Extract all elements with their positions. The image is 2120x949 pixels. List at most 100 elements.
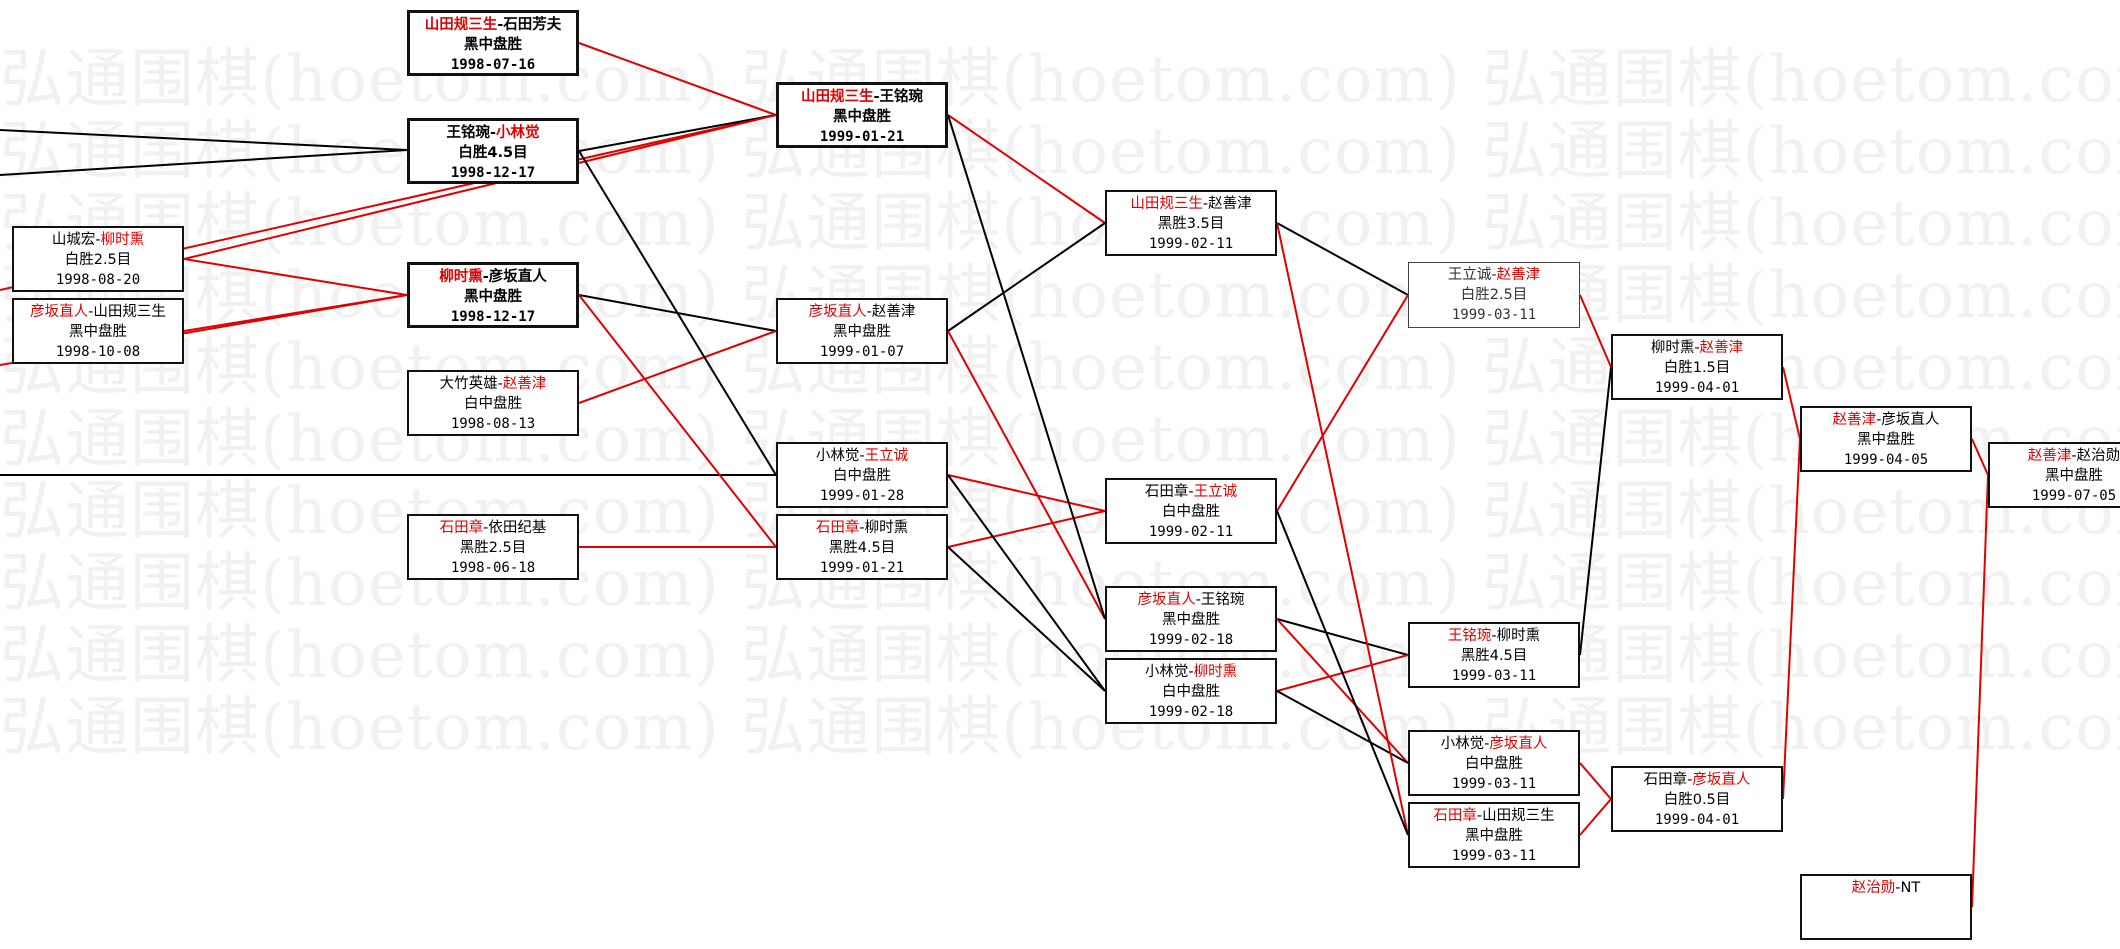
match-date: 1999-03-11 <box>1451 776 1537 792</box>
match-date: 1999-04-05 <box>1843 452 1929 468</box>
player-white: 王立诚 <box>1193 484 1238 500</box>
match-node[interactable]: 大竹英雄-赵善津白中盘胜 1998-08-13 <box>407 370 579 436</box>
connector-m3-m5 <box>183 258 408 296</box>
player-white: 彦坂直人 <box>1692 772 1751 788</box>
player-black: 柳时熏 <box>1650 340 1695 356</box>
match-players: 山城宏-柳时熏 <box>14 230 182 250</box>
player-separator: - <box>1876 412 1882 428</box>
connector-m14-m18 <box>1276 618 1409 764</box>
player-white: 王铭琬 <box>879 89 924 105</box>
match-players: 山田规三生-赵善津 <box>1107 194 1275 214</box>
match-result: 黑胜3.5目 <box>1157 216 1225 232</box>
connector-m18-m21 <box>1579 762 1612 800</box>
match-result: 白胜4.5目 <box>458 145 528 161</box>
match-players: 柳时熏-彦坂直人 <box>410 267 576 287</box>
match-players: 大竹英雄-赵善津 <box>409 374 577 394</box>
player-separator: - <box>1694 340 1700 356</box>
match-result: 黑中盘胜 <box>69 324 127 340</box>
match-players: 彦坂直人-赵善津 <box>778 302 946 322</box>
match-date: 1998-10-08 <box>55 344 141 360</box>
match-result: 白胜2.5目 <box>64 252 132 268</box>
connector-m12-m16 <box>1276 222 1409 296</box>
player-white: 柳时熏 <box>100 232 145 248</box>
match-date: 1999-01-21 <box>819 129 905 145</box>
match-result: 黑中盘胜 <box>464 289 522 305</box>
match-players: 石田章-依田纪基 <box>409 518 577 538</box>
match-result: 黑中盘胜 <box>2045 468 2103 484</box>
match-players: 彦坂直人-山田规三生 <box>14 302 182 322</box>
match-date: 1998-12-17 <box>450 309 536 325</box>
match-result: 白胜0.5目 <box>1663 792 1731 808</box>
match-date: 1999-01-28 <box>819 488 905 504</box>
connector-m16-m20 <box>1579 294 1612 368</box>
player-separator: - <box>1491 267 1497 283</box>
match-date: 1999-03-11 <box>1451 668 1537 684</box>
player-black: 山城宏 <box>51 232 96 248</box>
match-node[interactable]: 柳时熏-彦坂直人黑中盘胜 1998-12-17 <box>407 262 579 328</box>
player-black: 柳时熏 <box>439 269 483 285</box>
player-white: NT <box>1900 880 1921 896</box>
player-black: 赵治勋 <box>1851 880 1896 896</box>
match-result: 白胜1.5目 <box>1663 360 1731 376</box>
player-separator: - <box>1195 592 1201 608</box>
match-result: 黑中盘胜 <box>1162 612 1220 628</box>
connector-m21-m22 <box>1782 438 1801 800</box>
player-separator: - <box>859 448 865 464</box>
player-white: 山田规三生 <box>93 304 166 320</box>
connector-m24-m23 <box>1971 474 1989 908</box>
match-node[interactable]: 彦坂直人-山田规三生黑中盘胜 1998-10-08 <box>12 298 184 364</box>
player-black: 王铭琬 <box>1447 628 1492 644</box>
match-result: 黑胜2.5目 <box>459 540 527 556</box>
match-players: 石田章-山田规三生 <box>1410 806 1578 826</box>
player-black: 王铭琬 <box>446 125 490 141</box>
player-separator: - <box>859 520 865 536</box>
match-players: 小林觉-彦坂直人 <box>1410 734 1578 754</box>
connector-m8-m14 <box>947 114 1106 620</box>
player-separator: - <box>483 520 489 536</box>
match-players: 赵善津-彦坂直人 <box>1802 410 1970 430</box>
connector-m1-m8 <box>578 42 777 116</box>
player-white: 赵善津 <box>871 304 916 320</box>
match-date: 1998-06-18 <box>450 560 536 576</box>
match-node[interactable]: 石田章-依田纪基黑胜2.5目 1998-06-18 <box>407 514 579 580</box>
match-date: 1998-08-13 <box>450 416 536 432</box>
connector-m11-m13 <box>947 510 1106 548</box>
player-separator: - <box>2071 448 2077 464</box>
match-date: 1998-07-16 <box>450 57 536 73</box>
player-separator: - <box>1188 484 1194 500</box>
player-separator: - <box>489 125 497 141</box>
match-date: 1999-03-11 <box>1451 307 1537 323</box>
match-result: 白中盘胜 <box>464 396 522 412</box>
match-players: 王立诚-赵善津 <box>1409 265 1579 285</box>
connector-m4-m5 <box>183 294 408 332</box>
player-black: 赵善津 <box>1832 412 1877 428</box>
match-players: 石田章-王立诚 <box>1107 482 1275 502</box>
match-players: 小林觉-王立诚 <box>778 446 946 466</box>
match-node[interactable]: 赵治勋-NT <box>1800 874 1972 940</box>
connector-m3-m8 <box>183 114 777 260</box>
player-white: 石田芳夫 <box>503 17 562 33</box>
match-players: 小林觉-柳时熏 <box>1107 662 1275 682</box>
player-separator: - <box>1484 736 1490 752</box>
match-result: 黑中盘胜 <box>1465 828 1523 844</box>
